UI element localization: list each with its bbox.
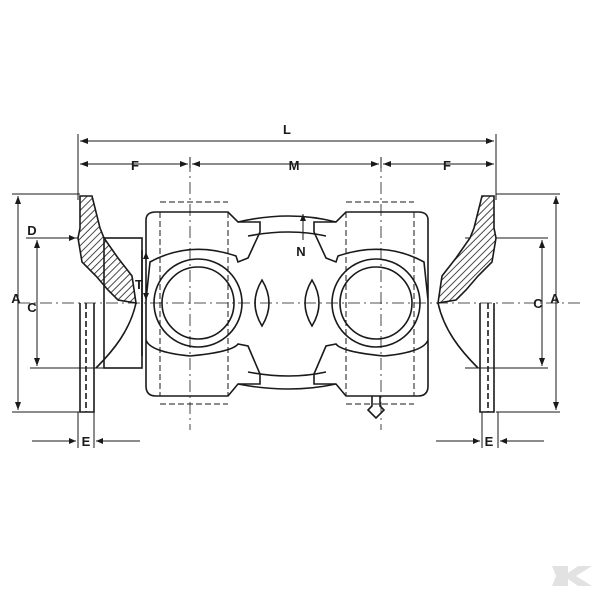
label-c-left: C	[27, 300, 37, 315]
label-m: M	[289, 158, 300, 173]
label-a-left: A	[11, 291, 21, 306]
dimension-labels: L F M F A C D T N C A E E	[11, 122, 560, 449]
left-flange-lower-body	[95, 302, 137, 369]
left-cross-bearing	[153, 258, 243, 348]
label-d: D	[27, 223, 36, 238]
right-cross-bearing	[331, 258, 421, 348]
center-bearing	[254, 278, 270, 328]
label-c-right: C	[533, 296, 543, 311]
right-flange-hatched-section	[437, 195, 497, 304]
label-a-right: A	[550, 291, 560, 306]
right-flange-lower-body	[437, 302, 479, 369]
center-link-top	[237, 215, 337, 223]
joint-body	[145, 201, 429, 420]
label-f-left: F	[131, 158, 139, 173]
label-n: N	[296, 244, 305, 259]
label-l: L	[283, 122, 291, 137]
left-flange-hatched-section	[77, 195, 137, 304]
grease-nipple	[366, 396, 386, 420]
center-link-bottom	[237, 383, 337, 390]
label-e-left: E	[82, 434, 91, 449]
label-f-right: F	[443, 158, 451, 173]
right-flange	[437, 195, 497, 413]
left-yoke	[145, 211, 261, 397]
center-lines	[18, 160, 580, 430]
brand-logo-watermark	[552, 566, 592, 586]
left-flange	[77, 195, 143, 413]
label-e-right: E	[485, 434, 494, 449]
label-t: T	[135, 277, 143, 292]
right-yoke	[313, 211, 429, 397]
